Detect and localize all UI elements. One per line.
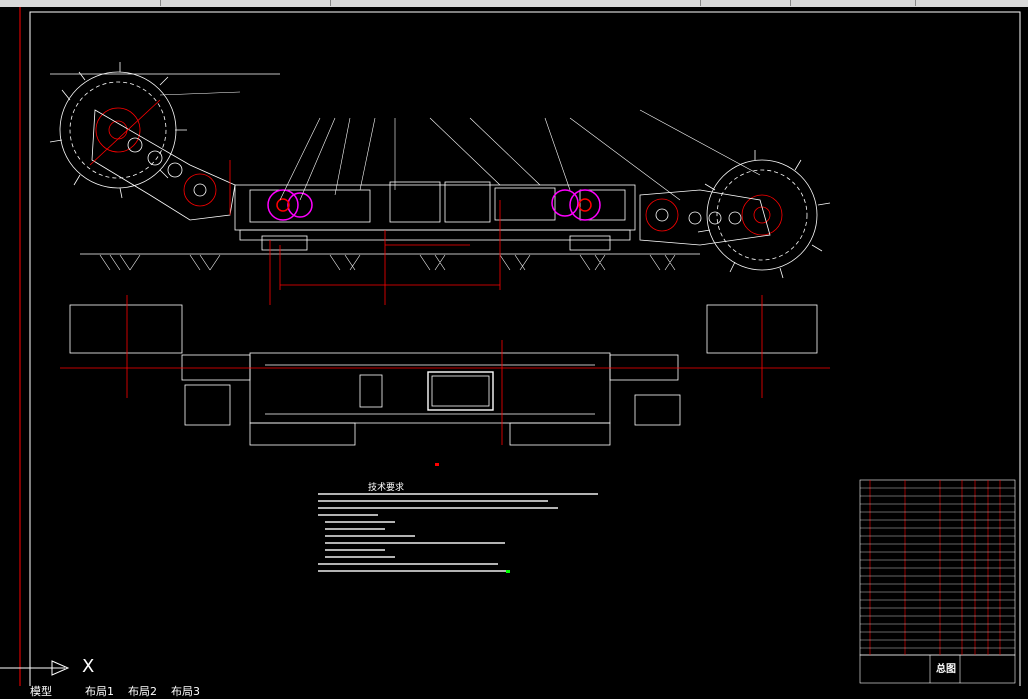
dimension-lines xyxy=(229,160,501,305)
ground-hatch xyxy=(99,254,676,271)
tab-layout3[interactable]: 布局3 xyxy=(171,685,200,698)
ucs-x-label: X xyxy=(82,656,95,677)
plan-view xyxy=(69,304,818,446)
drawing-frame xyxy=(29,11,1021,689)
right-cutting-drum xyxy=(697,150,831,279)
leader-lines xyxy=(159,91,761,201)
technical-requirements-lines xyxy=(318,493,598,573)
ucs-icon xyxy=(0,660,70,676)
tab-layout1[interactable]: 布局1 xyxy=(85,685,114,698)
traction-sprockets xyxy=(267,189,601,221)
left-cutting-drum xyxy=(49,62,187,199)
parts-list xyxy=(859,479,1016,684)
toolbar-segment[interactable] xyxy=(700,0,791,6)
parts-list-rows xyxy=(860,487,1015,649)
tab-layout2[interactable]: 布局2 xyxy=(128,685,157,698)
left-ranging-arm xyxy=(89,99,236,221)
toolbar-segment[interactable] xyxy=(330,0,701,6)
tab-model[interactable]: 模型 xyxy=(30,685,52,698)
layout-tabs: 模型 布局1 布局2 布局3 xyxy=(0,685,1028,698)
cad-drawing xyxy=(0,7,1021,689)
technical-requirements-title: 技术要求 xyxy=(368,483,405,493)
toolbar-segment[interactable] xyxy=(0,0,161,6)
machine-body xyxy=(234,181,636,251)
drawing-canvas[interactable] xyxy=(0,7,1028,689)
title-block-name: 总图 xyxy=(936,664,956,675)
toolbar-segment[interactable] xyxy=(790,0,916,6)
plan-centerlines xyxy=(60,295,830,445)
toolbar-segment[interactable] xyxy=(160,0,331,6)
right-ranging-arm xyxy=(639,189,771,246)
toolbar-strip xyxy=(0,0,1028,7)
